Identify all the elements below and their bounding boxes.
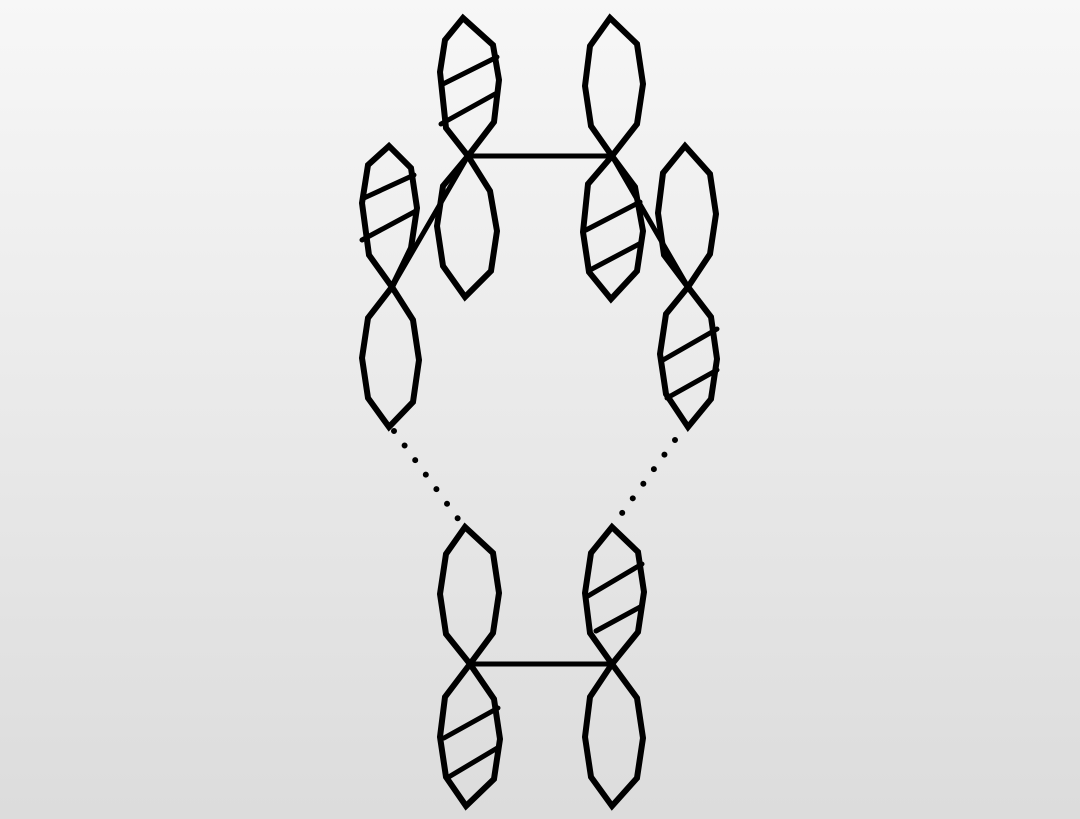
- p-orbital-upper-inner-left: [433, 13, 503, 302]
- lobe-plain: [581, 658, 647, 811]
- lower-component: [436, 522, 648, 811]
- lobe-plain: [358, 281, 423, 432]
- hatch-line: [440, 54, 500, 87]
- hatch-line: [664, 367, 720, 401]
- lobe-plain: [581, 13, 647, 162]
- hatch-line: [438, 91, 498, 127]
- lobe-hatched: [436, 658, 504, 811]
- hatch-line: [441, 705, 501, 741]
- p-orbital-lower-right: [581, 522, 648, 811]
- orbital-interactions: [391, 428, 678, 530]
- lobe-plain: [433, 150, 501, 302]
- interaction-right: [609, 437, 678, 530]
- hatch-line: [587, 240, 644, 273]
- hatch-line: [593, 603, 645, 634]
- lobe-plain: [654, 141, 720, 293]
- hatch-line: [585, 561, 645, 599]
- p-orbital-upper-inner-right: [579, 13, 647, 304]
- hatch-line: [660, 326, 720, 363]
- hatch-line: [444, 744, 502, 781]
- hatch-line: [359, 208, 419, 243]
- hatch-line: [361, 172, 417, 201]
- lobe-hatched: [581, 522, 648, 669]
- upper-component: [358, 13, 721, 433]
- p-orbital-lower-left: [436, 522, 504, 811]
- hatch-line: [583, 199, 643, 233]
- lobe-hatched: [436, 13, 503, 161]
- p-orbital-upper-outer-left: [358, 141, 423, 432]
- interaction-left: [391, 428, 467, 530]
- p-orbital-upper-outer-right: [654, 141, 721, 433]
- lobe-plain: [436, 522, 503, 669]
